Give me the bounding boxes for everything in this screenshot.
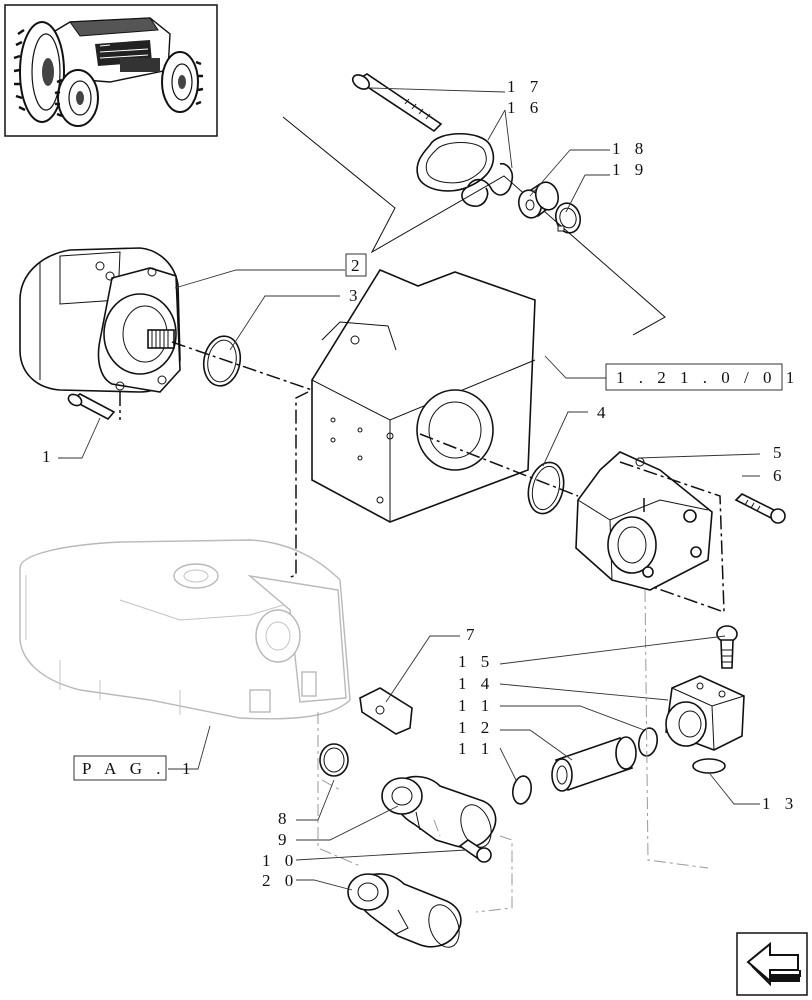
part-18-bearing[interactable]	[516, 180, 561, 221]
reference-link-label: 1 . 2 1 . 0 / 0 1	[616, 368, 799, 387]
callout-leaders	[58, 87, 761, 891]
part-20-elbow-pipe[interactable]	[347, 873, 465, 952]
callout-6: 6	[773, 466, 787, 485]
reference-link-pag-1[interactable]: P A G .	[73, 755, 167, 781]
callout-8: 8	[278, 809, 292, 828]
callout-17: 1 7	[507, 77, 543, 96]
part-19-snap-ring[interactable]	[553, 200, 584, 235]
part-12-sleeve[interactable]	[551, 736, 637, 792]
part-16-gasket[interactable]	[416, 133, 514, 207]
callout-2: 2	[351, 256, 365, 275]
part-8-o-ring[interactable]	[319, 743, 349, 777]
part-13-o-ring[interactable]	[692, 758, 726, 774]
callout-1: 1	[42, 447, 56, 466]
callout-19: 1 9	[612, 160, 648, 179]
part-1-bolt[interactable]	[66, 392, 116, 421]
callout-11-upper: 1 1	[458, 696, 494, 715]
part-2-gear-pump[interactable]	[19, 247, 181, 393]
part-11-o-ring-left[interactable]	[511, 775, 534, 806]
callout-15: 1 5	[458, 652, 494, 671]
reference-housing-ghost	[19, 539, 351, 720]
assembly-axis-lines	[119, 341, 725, 913]
part-4-o-ring[interactable]	[523, 459, 569, 518]
callout-18: 1 8	[612, 139, 648, 158]
tractor-thumbnail-icon[interactable]	[4, 4, 218, 137]
callout-11-lower: 1 1	[458, 739, 494, 758]
assembly-frame-lines	[282, 116, 666, 336]
reference-pag-number: 1	[182, 759, 196, 778]
callout-labels: 1 7 1 6 1 8 1 9 2 3 1 1 . 2 1 . 0 / 0 1 …	[42, 77, 799, 890]
callout-4: 4	[597, 403, 611, 422]
callout-10: 1 0	[262, 851, 298, 870]
part-7-bracket[interactable]	[359, 687, 413, 735]
callout-2-box[interactable]: 2	[345, 253, 367, 277]
part-10-bolt[interactable]	[458, 839, 492, 863]
reference-link-1-21-0-01[interactable]: 1 . 2 1 . 0 / 0 1	[605, 363, 799, 391]
callout-3: 3	[349, 286, 363, 305]
callout-20: 2 0	[262, 871, 298, 890]
callout-16: 1 6	[507, 98, 543, 117]
callout-14: 1 4	[458, 674, 494, 693]
callout-5: 5	[773, 443, 787, 462]
callout-13: 1 3	[762, 794, 798, 813]
part-15-bolt[interactable]	[716, 625, 738, 669]
part-3-o-ring[interactable]	[200, 333, 244, 388]
part-11-o-ring-right[interactable]	[637, 727, 660, 758]
reference-pag-label: P A G .	[82, 759, 166, 778]
next-page-arrow-icon[interactable]	[736, 932, 808, 996]
part-6-bolt[interactable]	[734, 493, 786, 524]
transmission-housing	[311, 268, 536, 523]
part-9-elbow-pipe[interactable]	[381, 775, 497, 852]
callout-9: 9	[278, 830, 292, 849]
part-5-flange-cover[interactable]	[575, 451, 713, 591]
callout-12: 1 2	[458, 718, 494, 737]
callout-7: 7	[466, 625, 480, 644]
part-17-bolt[interactable]	[350, 72, 443, 133]
part-14-valve-block[interactable]	[665, 675, 745, 751]
